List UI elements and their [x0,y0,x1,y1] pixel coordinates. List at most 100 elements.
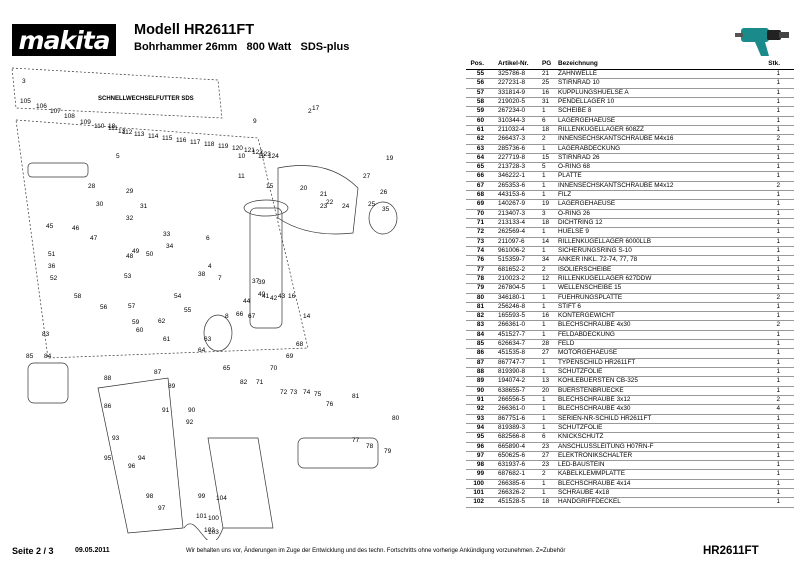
cell-pos: 68 [476,191,484,199]
callout-number: 37 [252,278,260,285]
cell-pg: 16 [542,312,550,320]
cell-desc: BLECHSCHRAUBE 4x30 [558,405,631,413]
cell-desc: HUELSE 9 [558,228,589,236]
cell-desc: KOHLEBUERSTEN CB-325 [558,377,638,385]
cell-pg: 2 [542,265,546,273]
chuck-sleeve-outline [11,67,223,119]
callout-number: 106 [36,103,47,110]
cell-qty: 1 [776,386,780,394]
header-pos: Pos. [470,60,485,67]
callout-number: 10 [238,153,246,160]
cell-desc: RILLENKUGELLAGER 6000LLB [558,237,652,245]
cell-pos: 67 [476,181,484,189]
cell-pos: 74 [476,246,484,254]
cell-pos: 85 [476,340,484,348]
cell-qty: 1 [776,70,780,77]
cell-qty: 2 [776,321,780,329]
cell-qty: 1 [776,191,780,199]
cell-pg: 1 [542,321,546,329]
cell-desc: INNENSECHSKANTSCHRAUBE M4x12 [558,181,674,189]
cell-desc: STIFT 6 [558,302,581,310]
cell-pg: 19 [542,200,550,208]
cell-qty: 1 [776,498,780,506]
cell-qty: 1 [776,349,780,357]
cell-pos: 59 [476,107,484,115]
callout-number: 99 [198,493,206,500]
callout-number: 79 [384,448,392,455]
cell-qty: 1 [776,153,780,161]
cell-desc: ANSCHLUSSLEITUNG H07RN-F [558,442,654,450]
cell-desc: STIRNRAD 10 [558,79,600,87]
cell-pos: 96 [476,442,484,450]
cell-desc: KNICKSCHUTZ [558,433,604,441]
cell-pg: 3 [542,209,546,217]
callout-number: 100 [208,515,219,522]
cell-art: 867747-7 [498,358,526,366]
callout-number: 120 [232,145,243,152]
callout-number: 58 [74,293,82,300]
callout-number: 23 [320,203,328,210]
callout-number: 60 [136,327,144,334]
cell-art: 165593-5 [498,312,526,320]
cell-pos: 69 [476,200,484,208]
spindle-part [27,162,89,178]
exploded-view-diagram: SCHNELLWECHSELFUTTER SDS 234567891011121… [11,67,400,540]
handle-part [207,437,274,529]
cell-qty: 1 [776,461,780,469]
cell-pos: 66 [476,172,484,180]
cell-pos: 71 [476,219,484,226]
cell-qty: 1 [776,340,780,348]
cell-pg: 1 [542,144,546,152]
callout-number: 43 [278,293,286,300]
cell-art: 346222-1 [498,172,526,180]
cell-qty: 1 [776,368,780,375]
cell-desc: LAGERGEHAEUSE [558,200,616,208]
cell-pos: 65 [476,163,484,171]
cell-qty: 2 [776,395,780,403]
callout-number: 101 [196,513,207,520]
cell-art: 867751-6 [498,414,526,422]
cell-qty: 1 [776,79,780,87]
cell-pg: 1 [542,293,546,301]
cell-pos: 87 [476,358,484,366]
cell-desc: SCHRAUBE 4x18 [558,489,610,497]
callout-number: 63 [204,336,212,343]
callout-number: 68 [296,341,304,348]
cell-pg: 1 [542,284,546,292]
cell-pos: 55 [476,70,484,77]
cell-qty: 1 [776,451,780,459]
cell-qty: 1 [776,414,780,422]
cell-art: 266556-5 [498,395,526,403]
cell-desc: ELEKTRONIKSCHALTER [558,451,633,459]
cell-qty: 1 [776,88,780,96]
callout-number: 89 [168,383,176,390]
callout-number: 41 [262,293,270,300]
cell-art: 681652-2 [498,265,526,273]
cell-desc: BUERSTENBRUECKE [558,386,624,394]
callout-number: 28 [88,183,96,190]
callout-number: 15 [266,183,274,190]
cell-pg: 23 [542,461,550,469]
cell-desc: ZAHNWELLE [558,70,598,77]
callout-number: 9 [253,118,257,125]
cell-pg: 6 [542,433,546,441]
callout-number: 83 [42,331,50,338]
crank-housing-part [277,165,359,235]
cell-art: 325786-8 [498,70,526,77]
cell-desc: FILZ [558,191,572,199]
